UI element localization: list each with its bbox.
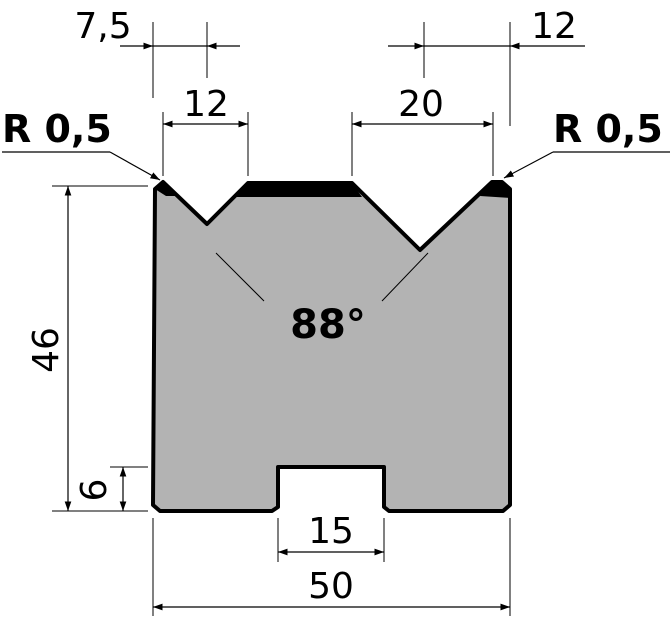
angle-guide-left <box>215 252 265 302</box>
radius-arrow-right <box>503 151 554 179</box>
dim-left-offset-label: 7,5 <box>74 6 131 47</box>
dim-slot-height-label: 6 <box>74 479 115 502</box>
radius-label-right: R 0,5 <box>553 107 663 151</box>
dim-left-v-width-label: 12 <box>183 84 229 125</box>
dim-total-width-label: 50 <box>308 566 354 607</box>
radius-label-left: R 0,5 <box>2 107 112 151</box>
dim-height-label: 46 <box>26 327 67 373</box>
top-edge-mid <box>235 183 362 197</box>
angle-guide-right <box>381 252 429 302</box>
top-edge-left <box>155 182 178 196</box>
angle-label: 88° <box>290 302 366 348</box>
top-edge-right <box>480 182 510 198</box>
dim-right-v-width-label: 20 <box>398 84 444 125</box>
dim-right-offset-label: 12 <box>531 6 577 47</box>
dim-slot-width-label: 15 <box>308 511 354 552</box>
radius-arrow-left <box>109 151 161 181</box>
